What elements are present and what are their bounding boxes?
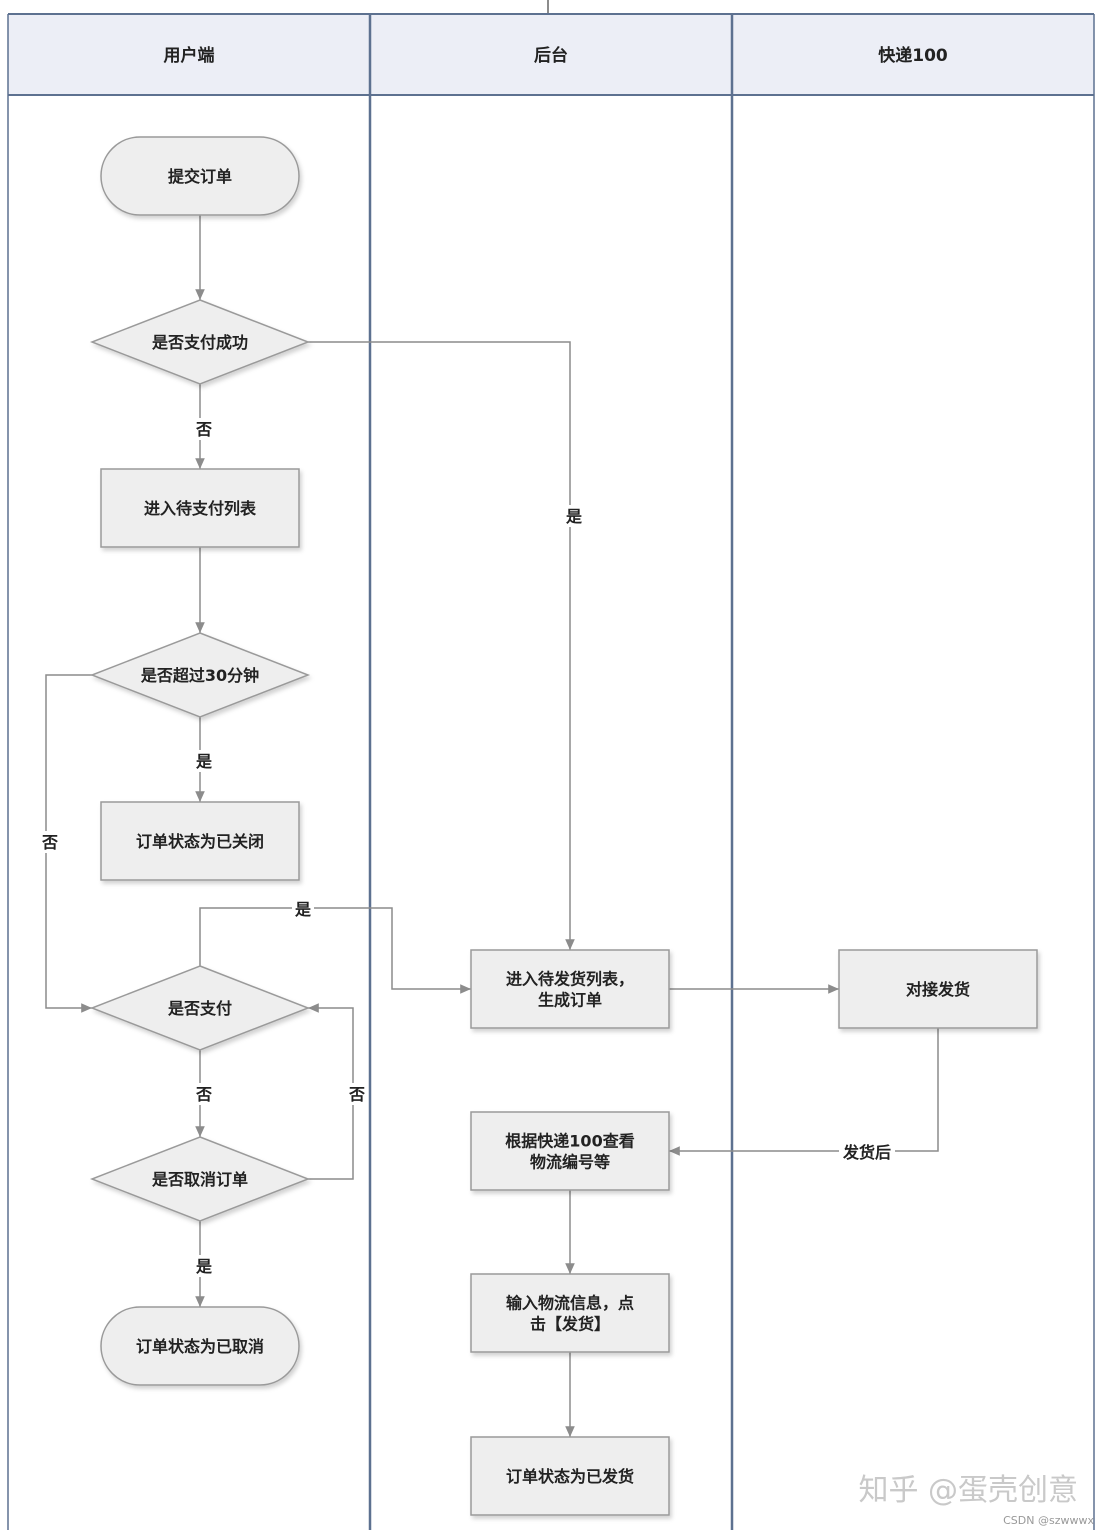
lane-header-user: 用户端 bbox=[164, 45, 215, 66]
edge-label-bg bbox=[292, 898, 314, 920]
edge-label-bg bbox=[39, 831, 61, 853]
node-label: 是否超过30分钟 bbox=[140, 666, 259, 685]
node-paid_ok: 是否支付成功 bbox=[89, 299, 311, 385]
node-closed: 订单状态为已关闭 bbox=[100, 801, 300, 881]
edges: 否是是否是否否是发货后 bbox=[39, 215, 939, 1437]
node-label: 提交订单 bbox=[168, 167, 232, 186]
edge-label: 否 bbox=[195, 1085, 212, 1104]
edge-label-bg bbox=[193, 418, 215, 440]
nodes: 提交订单是否支付成功进入待支付列表是否超过30分钟订单状态为已关闭是否支付是否取… bbox=[89, 136, 1038, 1516]
lane-header-backend: 后台 bbox=[534, 45, 568, 66]
node-label: 进入待支付列表 bbox=[144, 499, 257, 518]
node-label: 根据快递100查看 bbox=[505, 1132, 634, 1151]
edge-paid_ok-to-pending_ship bbox=[308, 341, 575, 950]
node-label: 订单状态为已取消 bbox=[136, 1337, 264, 1356]
edge-label-bg bbox=[193, 1083, 215, 1105]
edge-label-bg bbox=[193, 750, 215, 772]
edge-label: 是 bbox=[565, 507, 582, 526]
node-cancelled: 订单状态为已取消 bbox=[100, 1306, 300, 1386]
edge-label-bg bbox=[839, 1141, 895, 1163]
edge-label: 否 bbox=[41, 833, 58, 852]
edge-label: 是 bbox=[195, 1257, 212, 1276]
node-pending_pay: 进入待支付列表 bbox=[100, 468, 300, 548]
node-is_paid: 是否支付 bbox=[89, 965, 311, 1051]
node-shipped: 订单状态为已发货 bbox=[470, 1436, 670, 1516]
edge-label: 发货后 bbox=[842, 1143, 891, 1162]
node-submit: 提交订单 bbox=[100, 136, 300, 216]
node-label: 生成订单 bbox=[538, 991, 602, 1010]
node-label: 击【发货】 bbox=[530, 1315, 610, 1334]
node-label: 订单状态为已关闭 bbox=[136, 832, 264, 851]
node-label: 对接发货 bbox=[906, 980, 970, 999]
edge-label-bg bbox=[193, 1255, 215, 1277]
node-label: 物流编号等 bbox=[530, 1153, 610, 1172]
watermark-text: 知乎 @蛋壳创意 bbox=[858, 1473, 1078, 1508]
edge-label: 是 bbox=[195, 752, 212, 771]
node-label: 输入物流信息，点 bbox=[506, 1294, 634, 1313]
edge-label-bg bbox=[346, 1083, 368, 1105]
node-dock_ship: 对接发货 bbox=[838, 949, 1038, 1029]
edge-label: 是 bbox=[294, 900, 311, 919]
node-pending_ship: 进入待发货列表， 生成订单 bbox=[470, 949, 670, 1029]
edge-is_paid-to-pending_ship bbox=[199, 907, 471, 994]
lane-header-kd100: 快递100 bbox=[878, 45, 948, 66]
edge-label: 否 bbox=[348, 1085, 365, 1104]
node-label: 进入待发货列表， bbox=[506, 970, 634, 989]
node-label: 是否支付 bbox=[167, 999, 232, 1018]
node-label: 是否支付成功 bbox=[151, 333, 248, 352]
node-is_cancel: 是否取消订单 bbox=[89, 1136, 311, 1222]
node-label: 订单状态为已发货 bbox=[506, 1467, 634, 1486]
edge-label-bg bbox=[563, 505, 585, 527]
node-input_ship: 输入物流信息，点击【发货】 bbox=[470, 1273, 670, 1353]
credit-text: CSDN @szwwwx bbox=[1003, 1514, 1094, 1527]
edge-label: 否 bbox=[195, 420, 212, 439]
edge-dock_ship-to-query_kd bbox=[669, 1028, 939, 1156]
node-over30: 是否超过30分钟 bbox=[89, 632, 311, 718]
node-label: 是否取消订单 bbox=[151, 1170, 248, 1189]
